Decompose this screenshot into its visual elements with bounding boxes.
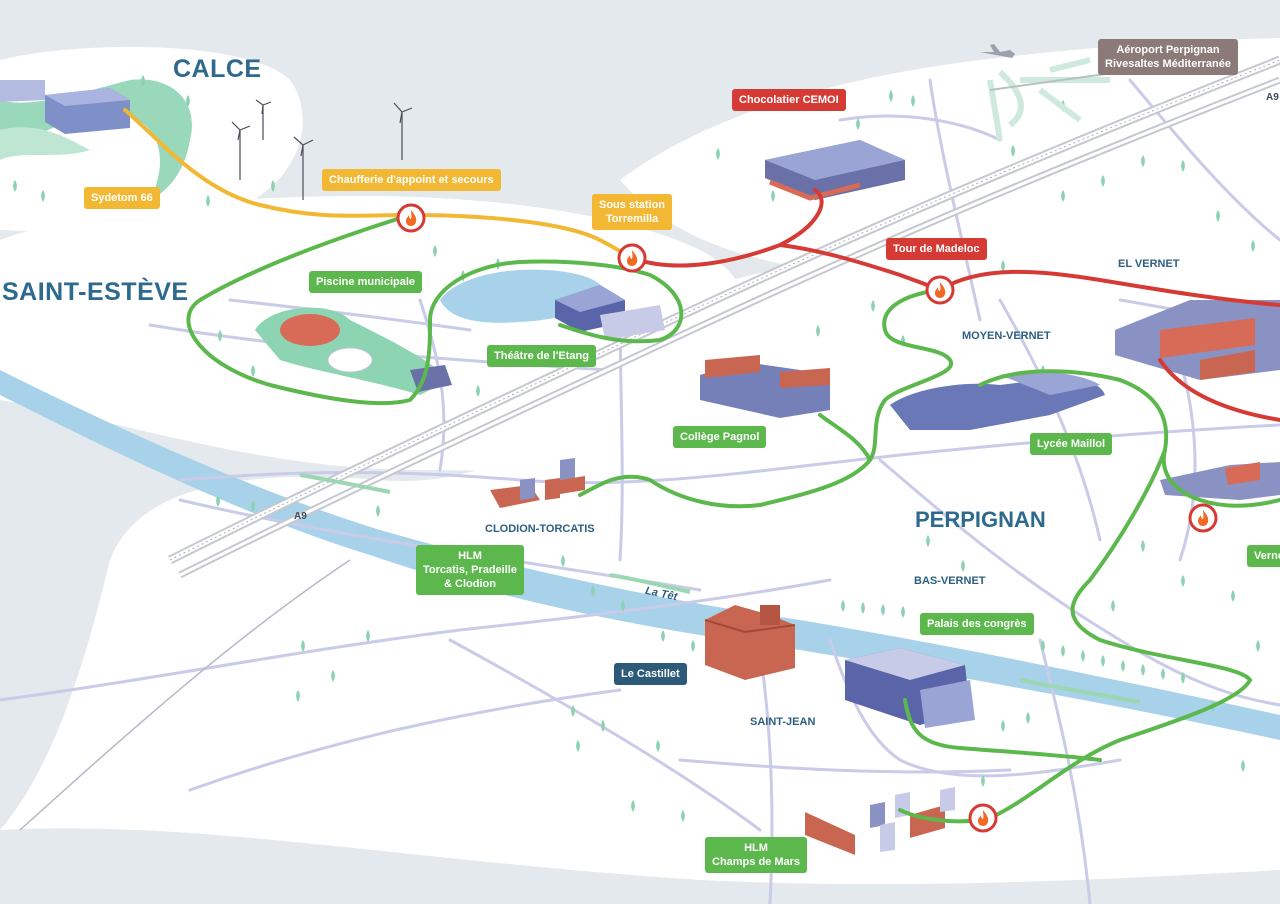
area-el-vernet: EL VERNET — [1118, 258, 1180, 270]
airport — [980, 44, 1121, 141]
flame-icon — [1188, 503, 1218, 533]
saint-esteve-land — [0, 195, 757, 471]
building-icon — [255, 307, 452, 395]
label-sous-station: Sous station Torremilla — [592, 194, 673, 230]
area-saint-jean: SAINT-JEAN — [750, 716, 816, 728]
road-label-a9-north: A9 — [1266, 92, 1279, 103]
building-icon — [890, 371, 1105, 430]
label-castillet: Le Castillet — [614, 663, 687, 685]
yellow-network — [123, 108, 634, 260]
label-sous-station-line2: Torremilla — [605, 213, 659, 225]
label-vernet-edge: Verne — [1247, 545, 1280, 567]
label-tour-madeloc: Tour de Madeloc — [886, 238, 987, 260]
label-lycee: Lycée Maillol — [1030, 433, 1113, 455]
label-piscine: Piscine municipale — [309, 271, 423, 293]
building-icon — [555, 285, 665, 340]
label-hlm-champs: HLM Champs de Mars — [705, 837, 808, 873]
building-icon — [704, 605, 796, 680]
building-icon — [805, 787, 955, 855]
wind-turbine-icon — [231, 99, 413, 200]
label-hlm-torcatis: HLM Torcatis, Pradeille & Clodion — [416, 545, 524, 595]
south-strip — [0, 828, 1280, 904]
label-sydetom: Sydetom 66 — [84, 187, 160, 209]
area-perpignan: PERPIGNAN — [915, 507, 1046, 532]
label-chaufferie: Chaufferie d'appoint et secours — [322, 169, 501, 191]
buildings — [0, 80, 1280, 855]
label-hlm-torcatis-line1: HLM — [458, 550, 482, 562]
road-label-a9: A9 — [294, 511, 307, 522]
building-icon — [1115, 300, 1280, 380]
calce-valley — [0, 127, 90, 160]
heat-network — [123, 108, 1280, 824]
label-palais: Palais des congrès — [920, 613, 1034, 635]
area-calce: CALCE — [173, 55, 262, 83]
building-icon — [845, 648, 975, 728]
green-network-east — [578, 288, 1280, 824]
area-clodion-torcatis: CLODION-TORCATIS — [485, 523, 595, 535]
label-sous-station-line1: Sous station — [599, 199, 666, 211]
flame-icon — [968, 803, 998, 833]
a9-margins — [299, 473, 1141, 704]
green-network-west — [186, 213, 684, 406]
building-icon — [490, 458, 585, 508]
label-chocolatier: Chocolatier CEMOI — [732, 89, 846, 111]
flame-icon — [617, 243, 647, 273]
flame-icon — [396, 203, 426, 233]
label-hlm-torcatis-line3: & Clodion — [444, 578, 496, 590]
flame-icon — [925, 275, 955, 305]
building-icon — [0, 80, 130, 134]
label-hlm-torcatis-line2: Torcatis, Pradeille — [423, 564, 517, 576]
label-theatre: Théâtre de l'Etang — [487, 345, 596, 367]
building-icon — [765, 140, 905, 201]
label-aeroport-line1: Aéroport Perpignan — [1116, 44, 1220, 56]
building-icon — [1160, 462, 1280, 500]
building-icon — [700, 355, 830, 418]
label-hlm-champs-line1: HLM — [744, 842, 768, 854]
area-moyen-vernet: MOYEN-VERNET — [962, 330, 1051, 342]
airplane-icon — [980, 44, 1015, 58]
area-saint-esteve: SAINT-ESTÈVE — [2, 278, 189, 306]
red-network — [630, 188, 1280, 422]
label-aeroport-line2: Rivesaltes Méditerranée — [1105, 58, 1231, 70]
label-aeroport: Aéroport Perpignan Rivesaltes Méditerran… — [1098, 39, 1238, 75]
label-college: Collège Pagnol — [673, 426, 767, 448]
area-bas-vernet: BAS-VERNET — [914, 575, 986, 587]
label-hlm-champs-line2: Champs de Mars — [712, 856, 801, 868]
la-tet-river — [0, 370, 1280, 740]
